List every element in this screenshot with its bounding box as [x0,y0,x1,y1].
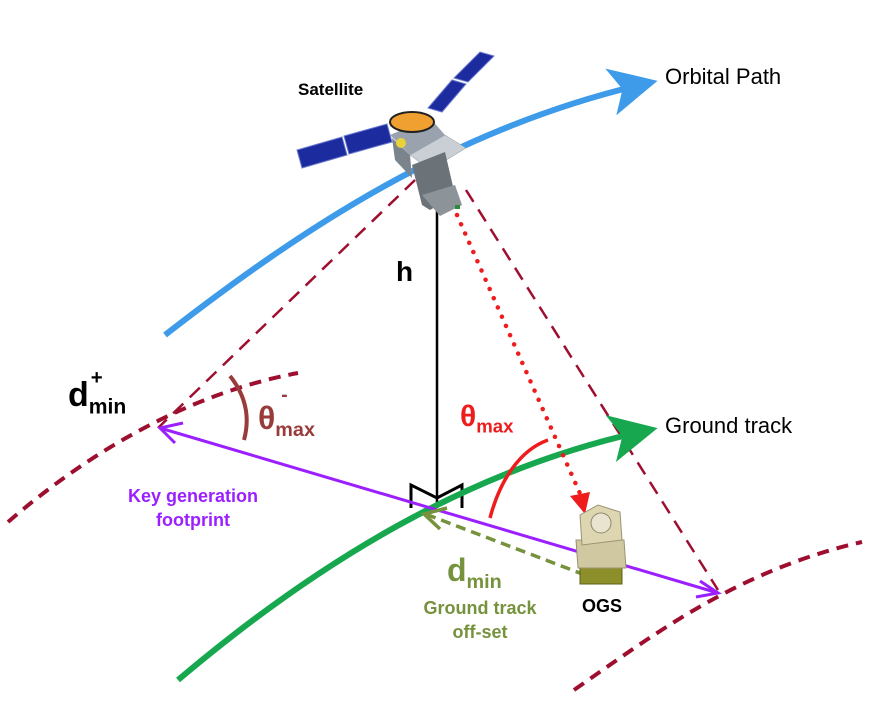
offset-line [427,513,586,577]
d-min-plus-label: d + min [68,368,127,419]
satellite-label: Satellite [298,80,364,99]
coverage-line-right [464,189,720,591]
theta-max-minus-sub: max [275,418,315,441]
footprint-boundary-right [572,540,863,692]
ground-track-offset-label: Ground track off-set [400,596,560,644]
theta-max-minus-arc [228,374,249,441]
theta-max-arc [488,438,549,519]
offset-label-line2: off-set [452,622,508,642]
ground-track-label: Ground track [665,413,793,438]
d-min-base: d [447,552,467,588]
offset-arrowhead [420,506,448,531]
footprint-label-line2: footprint [156,510,230,530]
d-min-sub: min [466,570,502,593]
ground-track-curve [176,415,658,683]
laser-beam-arrowhead [570,492,590,514]
theta-max-minus-sup: - [281,385,288,406]
theta-max-minus-base: θ [258,400,276,436]
theta-max-minus-label: θ - max [258,386,315,441]
theta-max-label: θmax [460,402,513,436]
footprint-boundary-left [6,371,299,524]
ogs-telescope-icon [575,504,627,585]
theta-max-base: θ [460,400,477,433]
footprint-arrowhead-left [156,421,184,445]
ogs-label: OGS [582,596,623,616]
laser-beam-line [454,212,585,501]
offset-label-line1: Ground track [423,598,537,618]
satellite-icon [296,51,495,216]
coverage-line-left [157,179,416,429]
orbital-path-curve [163,68,658,338]
theta-max-sub: max [476,415,514,437]
height-label: h [396,256,414,287]
d-min-plus-base: d [68,376,89,414]
footprint-arrowhead-right [695,579,722,599]
d-min-label: dmin [447,554,502,593]
footprint-label-line1: Key generation [127,486,259,506]
d-min-plus-sup: + [90,367,103,389]
footprint-label: Key generation footprint [98,484,288,532]
d-min-plus-sub: min [88,395,127,419]
orbital-path-label: Orbital Path [665,64,782,89]
